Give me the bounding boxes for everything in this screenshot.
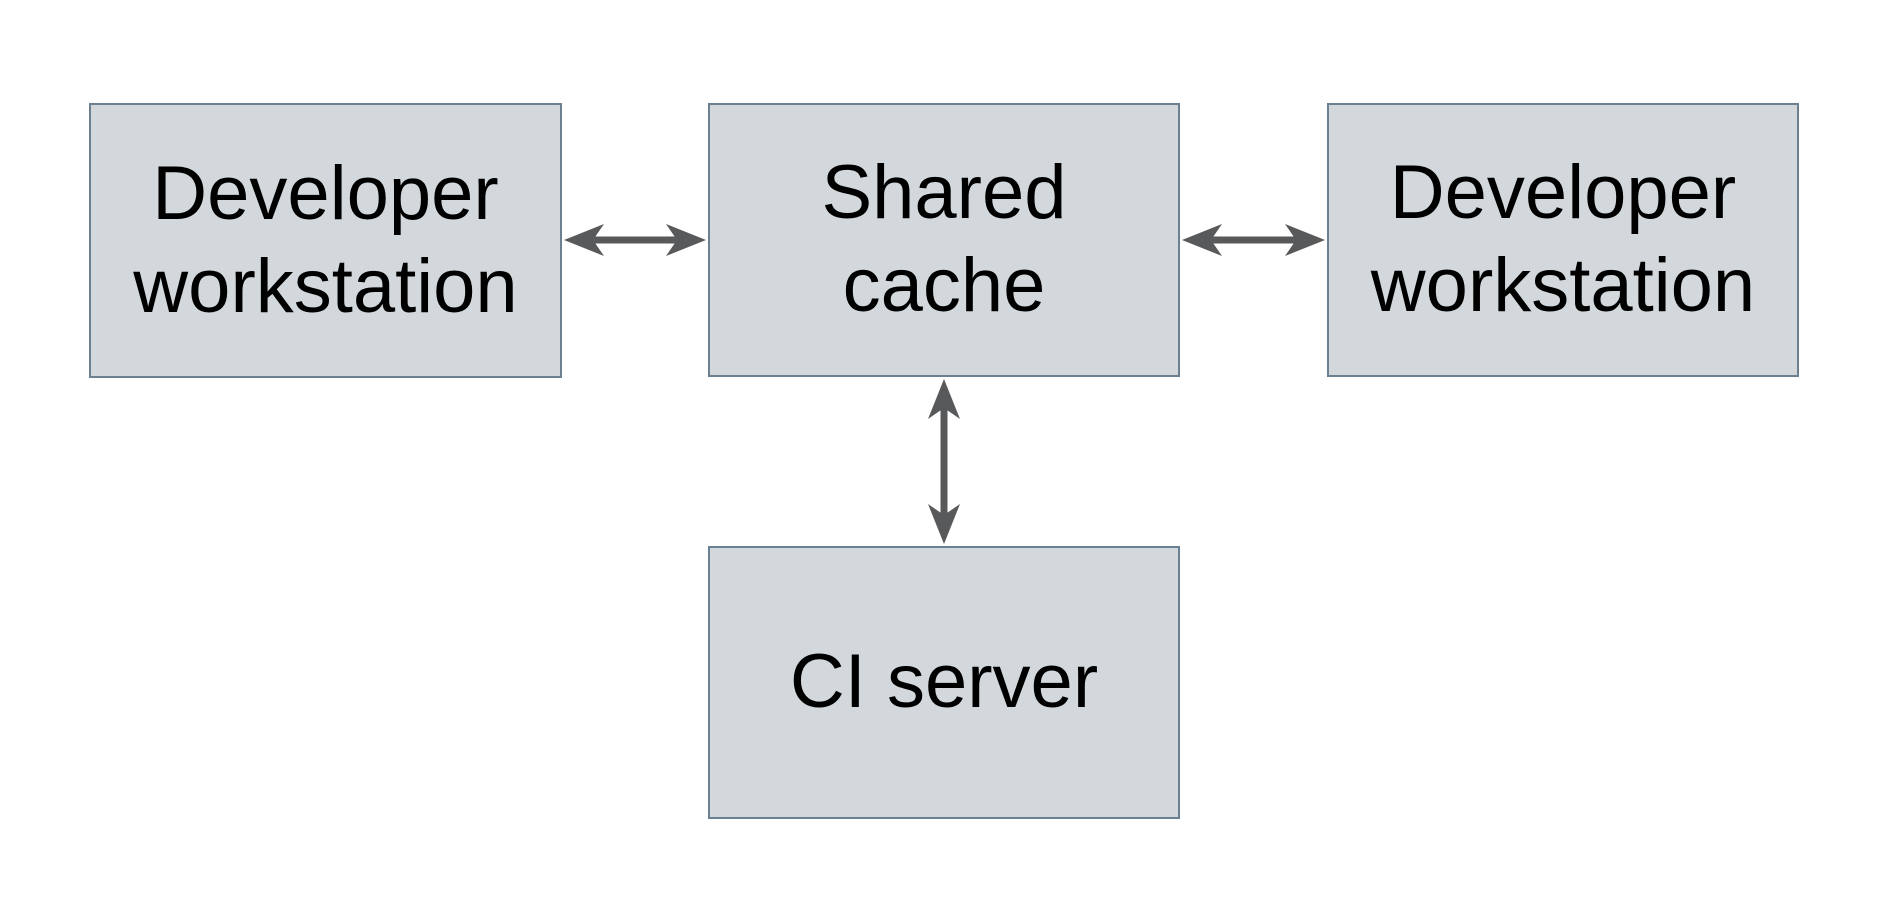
connector-cache-ciserver: [928, 379, 960, 544]
node-shared-cache: Shared cache: [708, 103, 1180, 377]
node-developer-workstation-left-label: Developer workstation: [133, 150, 518, 329]
node-shared-cache-label: Shared cache: [821, 150, 1067, 328]
node-ci-server-label: CI server: [789, 639, 1099, 725]
connector-devleft-cache: [564, 224, 706, 256]
connector-cache-devright: [1182, 224, 1325, 256]
node-developer-workstation-right-label: Developer workstation: [1370, 150, 1756, 328]
node-developer-workstation-right: Developer workstation: [1327, 103, 1799, 377]
node-developer-workstation-left: Developer workstation: [89, 103, 562, 378]
node-ci-server: CI server: [708, 546, 1180, 819]
